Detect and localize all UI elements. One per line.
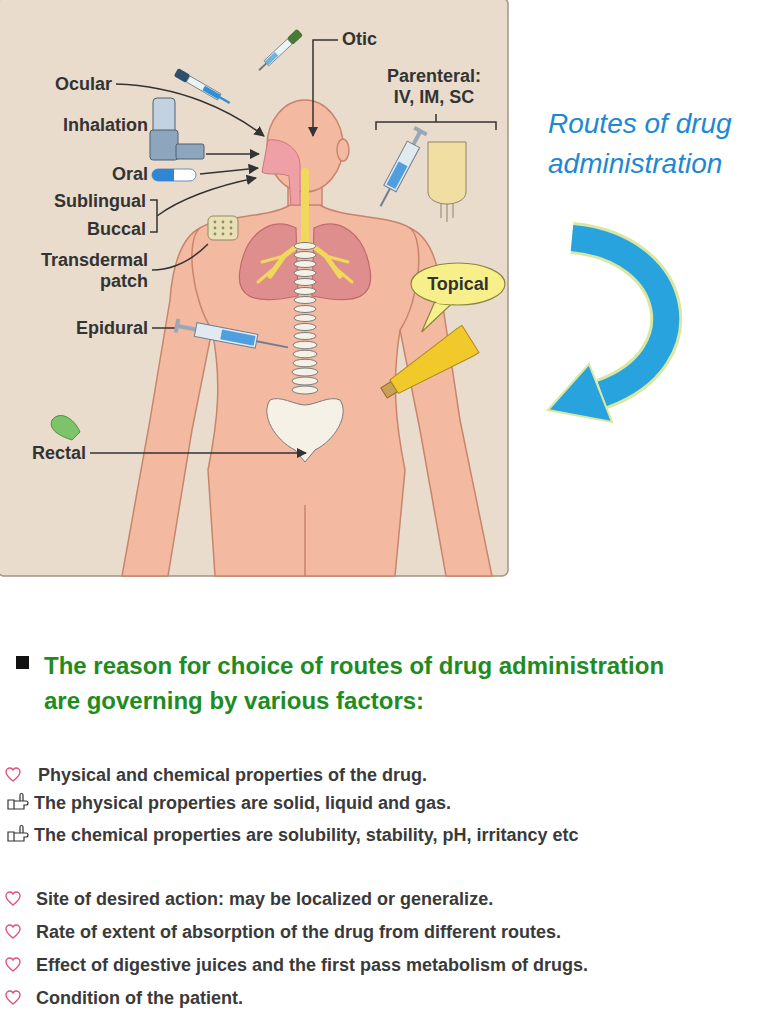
ear-dropper — [256, 29, 303, 74]
square-bullet — [16, 656, 29, 669]
left-lung — [239, 224, 298, 300]
speech-bubble: Topical — [410, 262, 506, 306]
leader-lines — [90, 40, 496, 453]
bullet-text: Effect of digestive juices and the first… — [36, 954, 764, 976]
route-label: Parenteral: IV, IM, SC — [380, 66, 488, 108]
spine — [267, 243, 343, 463]
route-label: Buccal — [6, 218, 146, 240]
sub-bullet-text: The chemical properties are solubility, … — [34, 824, 762, 846]
route-label: Transdermal patch — [36, 250, 148, 292]
slide-title: Routes of drug administration — [548, 104, 753, 184]
route-label: Inhalation — [8, 114, 148, 136]
route-label: Rectal — [2, 442, 86, 464]
picture-panel — [0, 0, 508, 576]
bullet-text: Physical and chemical properties of the … — [38, 764, 758, 786]
parenteral-syringe — [374, 126, 427, 209]
patch — [208, 216, 238, 240]
sub-bullet-text: The physical properties are solid, liqui… — [34, 792, 762, 814]
bullet-text: Condition of the patient. — [36, 987, 764, 1009]
eye-dropper — [174, 68, 232, 107]
route-label: Ocular — [4, 73, 112, 95]
hand-bullets — [8, 794, 28, 842]
trachea — [258, 172, 352, 282]
human-body — [122, 100, 492, 576]
route-label: Oral — [8, 163, 148, 185]
epidural-syringe — [174, 319, 290, 355]
route-label: Epidural — [8, 317, 148, 339]
right-lung — [312, 224, 371, 300]
ointment-tube — [376, 325, 479, 406]
route-label: Sublingual — [6, 190, 146, 212]
iv-bag — [428, 142, 466, 222]
bullet-text: Site of desired action: may be localized… — [36, 888, 764, 910]
bubble-text: Topical — [410, 262, 506, 295]
suppository — [51, 416, 80, 440]
oral-cavity — [262, 140, 300, 205]
route-label: Otic — [342, 28, 422, 50]
inhaler — [150, 98, 204, 160]
curved-arrow — [548, 238, 666, 422]
bullet-text: Rate of extent of absorption of the drug… — [36, 921, 764, 943]
capsule — [152, 169, 196, 181]
slide-heading: The reason for choice of routes of drug … — [44, 648, 684, 718]
